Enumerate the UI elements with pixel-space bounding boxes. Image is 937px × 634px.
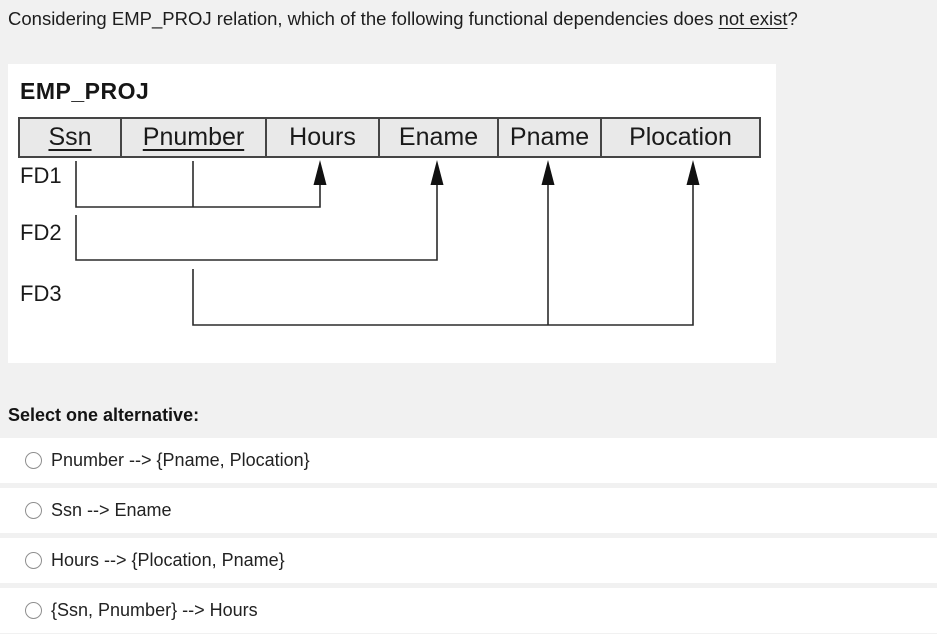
select-alternative-prompt: Select one alternative: <box>8 405 200 425</box>
fd3-label: FD3 <box>20 281 62 306</box>
fd1-arrow-group <box>75 160 327 208</box>
fd3-arrow-group <box>192 160 700 326</box>
option-row-2[interactable]: Ssn --> Ename <box>0 488 937 533</box>
question-title: Considering EMP_PROJ relation, which of … <box>8 7 933 30</box>
attribute-cell-plocation: Plocation <box>629 123 732 151</box>
option-row-4[interactable]: {Ssn, Pnumber} --> Hours <box>0 588 937 633</box>
radio-button-option-1[interactable] <box>25 452 42 469</box>
fd2-label: FD2 <box>20 220 62 245</box>
attribute-header-row: Ssn Pnumber Hours Ename Pname Plocation <box>18 117 761 158</box>
relation-title: EMP_PROJ <box>20 78 150 104</box>
question-text-suffix: ? <box>787 8 798 29</box>
attribute-cell-pnumber: Pnumber <box>122 119 267 156</box>
attribute-cell-ssn: Ssn <box>20 119 122 156</box>
fd1-label: FD1 <box>20 163 62 188</box>
option-label-2: Ssn --> Ename <box>51 500 172 520</box>
option-row-3[interactable]: Hours --> {Plocation, Pname} <box>0 538 937 583</box>
emp-proj-diagram-panel: EMP_PROJ Ssn Pnumber Hours Ename Pname P… <box>8 64 776 363</box>
radio-button-option-2[interactable] <box>25 502 42 519</box>
fd-arrows-diagram <box>75 160 700 326</box>
attribute-cell-hours: Hours <box>267 119 380 156</box>
fd2-arrow-group <box>75 160 444 261</box>
question-text-prefix: Considering EMP_PROJ relation, which of … <box>8 8 719 29</box>
option-label-4: {Ssn, Pnumber} --> Hours <box>51 600 258 620</box>
attribute-cell-pname: Pname <box>499 119 602 156</box>
attribute-cell-ename: Ename <box>380 119 499 156</box>
radio-button-option-4[interactable] <box>25 602 42 619</box>
options-list: Pnumber --> {Pname, Plocation} Ssn --> E… <box>0 438 937 634</box>
option-row-1[interactable]: Pnumber --> {Pname, Plocation} <box>0 438 937 483</box>
radio-button-option-3[interactable] <box>25 552 42 569</box>
option-label-3: Hours --> {Plocation, Pname} <box>51 550 285 570</box>
question-text-underlined: not exist <box>718 8 788 29</box>
option-label-1: Pnumber --> {Pname, Plocation} <box>51 450 310 470</box>
